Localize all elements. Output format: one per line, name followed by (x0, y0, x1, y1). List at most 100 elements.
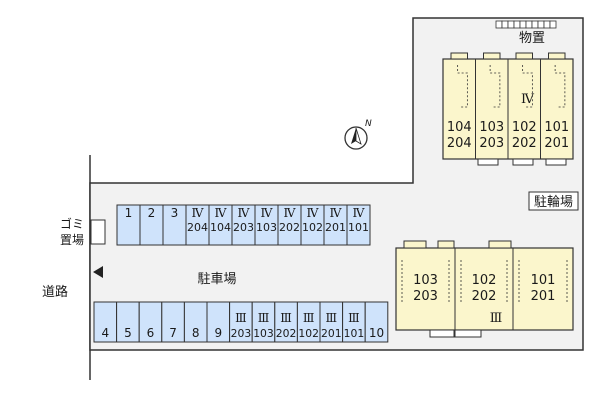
parking-space-label-bottom: 103 (253, 327, 274, 340)
parking-space: 5 (116, 301, 140, 343)
parking-space: 10 (364, 301, 389, 343)
parking-space-label-top: Ⅳ (307, 206, 320, 220)
building-iv-balcony (450, 52, 468, 60)
building-iv-balcony (515, 52, 533, 60)
parking-space: 1 (116, 204, 141, 246)
road-label: 道路 (42, 284, 68, 300)
unit-number-lower: 202 (472, 289, 497, 304)
building-iii-body (395, 247, 574, 331)
unit-number-upper: 101 (544, 120, 569, 135)
north-label: N (365, 119, 372, 129)
storage-shed-cell (543, 20, 551, 29)
parking-space: 8 (183, 301, 208, 343)
parking-space-label-bottom: 104 (210, 221, 231, 234)
unit-interior-dash (457, 65, 468, 108)
parking-space-label-bottom: 10 (369, 326, 384, 340)
unit-interior-dash (522, 65, 533, 108)
parking-space-label-bottom: 7 (169, 326, 177, 340)
building-iii-entrance (454, 329, 482, 338)
unit-number-upper: 104 (447, 120, 472, 135)
parking-space: 7 (161, 301, 185, 343)
building-iv-balcony (483, 52, 501, 60)
building-iii-name: Ⅲ (490, 311, 503, 326)
parking-space: 6 (138, 301, 163, 343)
parking-space-label-top: Ⅳ (192, 206, 205, 220)
parking-space: Ⅲ 203 (229, 301, 253, 343)
entrance-arrow-icon (93, 266, 103, 278)
parking-space-label-top: Ⅲ (303, 311, 315, 325)
parking-space-label-top: 2 (148, 206, 156, 220)
parking-space-label-bottom: 103 (256, 221, 277, 234)
parking-space-label-bottom: 6 (147, 326, 155, 340)
unit-number-upper: 103 (413, 273, 438, 288)
parking-space-label-top: 1 (125, 206, 133, 220)
parking-space-label-bottom: 4 (101, 326, 109, 340)
parking-space: 9 (206, 301, 231, 343)
parking-space-label-bottom: 201 (325, 221, 346, 234)
storage-shed-cell (537, 20, 545, 29)
parking-space: Ⅲ 102 (296, 301, 321, 343)
storage-shed-cell (495, 20, 503, 29)
storage-shed-cell (531, 20, 539, 29)
parking-space: Ⅲ 103 (251, 301, 276, 343)
unit-number-lower: 204 (447, 136, 472, 151)
unit-number-upper: 102 (472, 273, 497, 288)
unit-interior-dash (554, 65, 566, 108)
parking-space-label-bottom: 204 (187, 221, 208, 234)
parking-space-label-top: Ⅲ (235, 311, 247, 325)
building-iv-entrance (477, 158, 499, 166)
storage-label: 物置 (519, 31, 545, 46)
unit-number-lower: 201 (531, 289, 556, 304)
parking-space-label-bottom: 102 (298, 327, 319, 340)
parking-space-box (346, 204, 371, 246)
parking-space-label-top: Ⅳ (238, 206, 251, 220)
building-iv-entrance (545, 158, 567, 166)
storage-shed-cell (513, 20, 521, 29)
parking-space-label-top: Ⅳ (330, 206, 343, 220)
storage-shed-cell (519, 20, 527, 29)
parking-space-label-bottom: 201 (321, 327, 342, 340)
unit-number-upper: 103 (479, 120, 504, 135)
unit-number-upper: 102 (512, 120, 537, 135)
building-iii-entrance (429, 329, 455, 338)
parking-space-label-bottom: 9 (214, 326, 222, 340)
parking-space-label-top: Ⅲ (258, 311, 270, 325)
storage-shed-row (495, 20, 557, 29)
parking-space-label-bottom: 203 (231, 327, 252, 340)
parking-space-label-top: Ⅲ (348, 311, 360, 325)
building-iv-name: Ⅳ (521, 92, 535, 107)
parking-space-label-top: 3 (171, 206, 179, 220)
north-compass-icon: N (344, 119, 372, 150)
storage-shed-cell (507, 20, 515, 29)
unit-number-lower: 203 (479, 136, 504, 151)
parking-label: 駐車場 (197, 272, 236, 287)
parking-space-label-bottom: 102 (302, 221, 323, 234)
parking-space-label-top: Ⅳ (215, 206, 228, 220)
parking-space-label-bottom: 203 (233, 221, 254, 234)
storage-shed-cell (549, 20, 557, 29)
unit-number-lower: 203 (413, 289, 438, 304)
building-iii-balcony (488, 240, 512, 249)
parking-space-label-bottom: 202 (276, 327, 297, 340)
parking-space-box (364, 301, 389, 343)
parking-space-label-top: Ⅳ (353, 206, 366, 220)
bicycle-parking-label: 駐輪場 (534, 194, 573, 210)
parking-space-label-top: Ⅳ (284, 206, 297, 220)
bicycle-parking-box (528, 191, 579, 211)
unit-interior-dash (489, 65, 501, 108)
